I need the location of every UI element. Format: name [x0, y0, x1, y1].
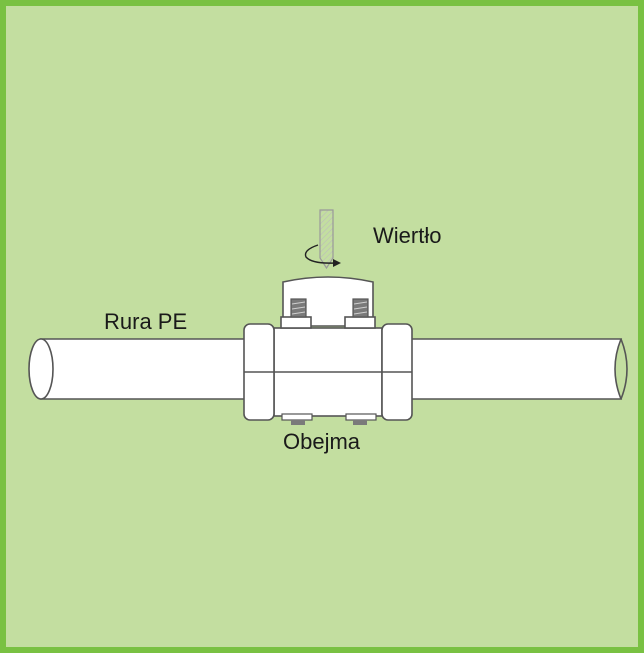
drill-label: Wiertło — [373, 223, 442, 248]
pipe-label: Rura PE — [104, 309, 188, 334]
pipe-clamp-diagram — [28, 209, 628, 425]
clamp-label: Obejma — [283, 429, 361, 454]
drill-bit — [319, 209, 334, 270]
clamp-bolts — [281, 298, 377, 425]
rotation-arrow-icon — [304, 244, 341, 267]
clamp-saddle — [243, 323, 413, 421]
